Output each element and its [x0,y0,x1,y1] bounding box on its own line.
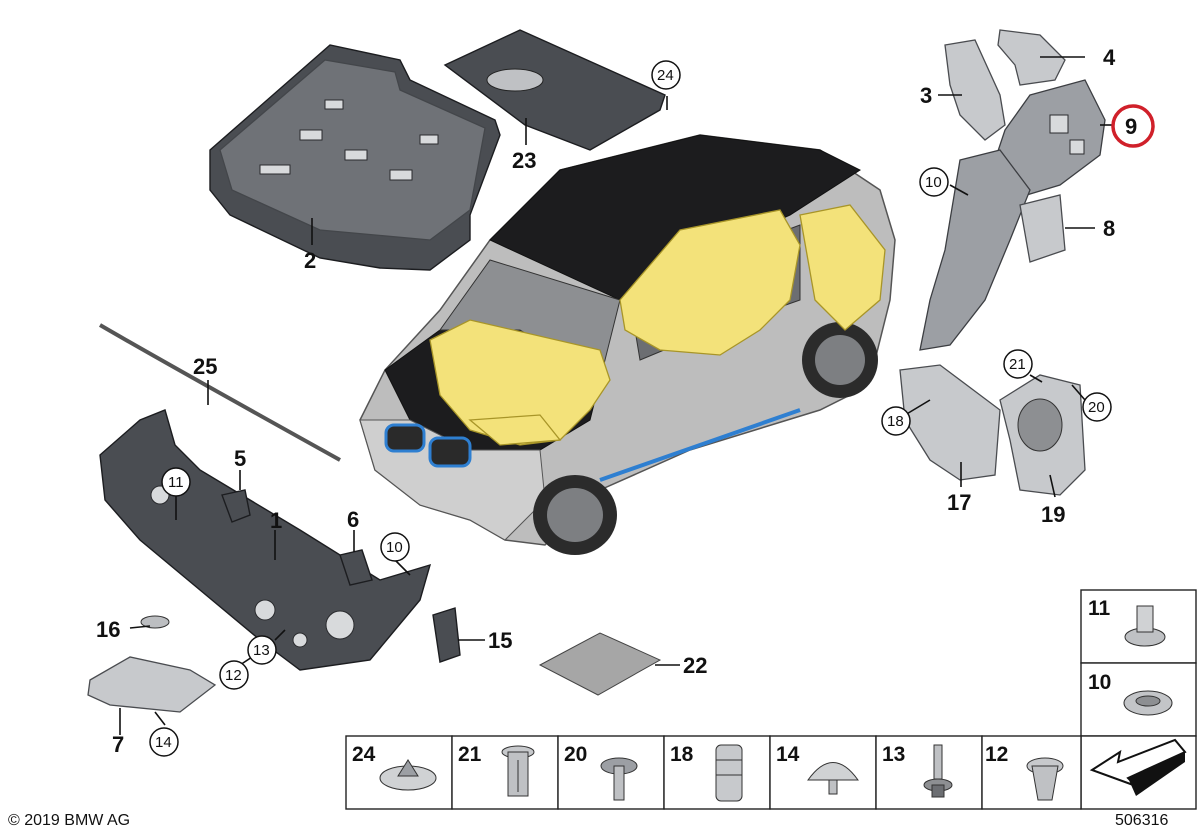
callout-22: 22 [683,653,707,678]
legend-item-14: 14 [776,743,800,766]
clip-nut-icon [1026,757,1064,801]
part-8-block [1019,194,1066,263]
part-7-pad [87,656,217,713]
callout-24: 24 [651,60,681,90]
part-5-clip [221,489,251,523]
legend-item-20: 20 [564,743,587,766]
car-illustration [359,134,896,555]
expanding-nut-icon [501,745,535,797]
svg-text:11: 11 [168,474,184,491]
rivet-nut-icon [715,744,743,802]
callout-14: 14 [149,727,179,757]
part-10-side-panel [919,149,1031,351]
legend-right-column: 11 10 [1080,589,1197,810]
callout-15: 15 [488,628,512,653]
legend-item-10: 10 [1088,671,1111,694]
callout-9-highlighted[interactable]: 9 [1111,104,1155,148]
svg-text:10: 10 [925,174,942,191]
callout-7: 7 [112,732,124,757]
part-4-bracket [997,29,1066,86]
screw-icon [600,757,638,801]
svg-text:9: 9 [1125,114,1137,139]
svg-text:20: 20 [1088,399,1105,416]
svg-text:21: 21 [1009,356,1026,373]
leader-lines [119,56,1115,735]
part-15-block [432,607,461,663]
orientation-arrow-icon[interactable] [1089,738,1187,796]
diagram-id: 506316 [1115,812,1169,829]
svg-text:14: 14 [155,734,172,751]
callout-19: 19 [1041,502,1065,527]
svg-text:12: 12 [225,667,242,684]
callout-5: 5 [234,446,246,471]
callout-10-upper: 10 [919,167,949,197]
callout-11: 11 [161,467,191,497]
part-17-trim-panel [899,364,1001,481]
bolt-icon [923,744,953,798]
legend-item-18: 18 [670,743,694,766]
callout-6: 6 [347,507,359,532]
callout-23: 23 [512,148,536,173]
callout-16: 16 [96,617,120,642]
svg-text:10: 10 [386,539,403,556]
callout-20: 20 [1082,392,1112,422]
washer-icon [379,759,437,791]
callout-labels: 1 2 3 4 5 6 7 8 15 16 17 19 22 23 25 [96,45,1116,757]
legend-item-11: 11 [1088,597,1111,620]
callout-1: 1 [270,508,282,533]
part-19-speaker-panel [999,374,1086,496]
callout-18: 18 [881,406,911,436]
part-2-floor-panel [209,44,501,271]
callout-25: 25 [193,354,217,379]
svg-text:13: 13 [253,642,270,659]
part-22-sheet [538,632,662,696]
callout-13: 13 [247,635,277,665]
part-3-bracket [944,39,1006,141]
svg-text:24: 24 [657,67,674,84]
callout-3: 3 [920,83,932,108]
plug-icon [807,762,859,795]
legend-bottom-row: 24 21 20 18 14 13 12 [345,735,1082,810]
svg-text:18: 18 [887,413,904,430]
callout-17: 17 [947,490,971,515]
legend-item-21: 21 [458,743,482,766]
callout-8: 8 [1103,216,1115,241]
copyright-text: © 2019 BMW AG [8,812,131,829]
callout-21: 21 [1003,349,1033,379]
clip-icon [1123,690,1173,716]
legend-item-13: 13 [882,743,905,766]
callout-4: 4 [1103,45,1116,70]
callout-12: 12 [219,660,249,690]
legend-item-24: 24 [352,743,376,766]
part-9-wheel-arch-trim [989,79,1106,201]
part-16-plug [140,615,170,629]
callout-10-lower: 10 [380,532,410,562]
callout-2: 2 [304,248,316,273]
part-23-mat [443,29,666,151]
legend-item-12: 12 [985,743,1008,766]
nut-icon [1124,605,1166,647]
